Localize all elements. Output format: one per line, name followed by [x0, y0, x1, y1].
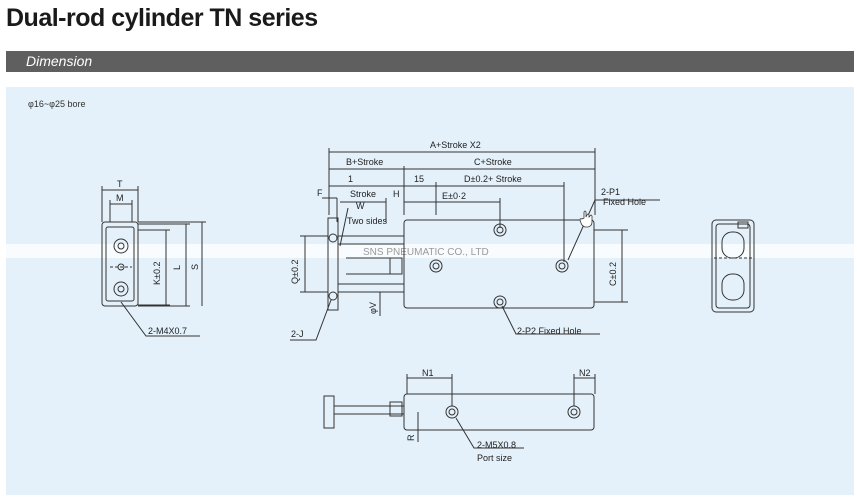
dim-n2: N2 — [579, 368, 591, 378]
callout-p1-number: 2-P1 — [601, 187, 620, 197]
dim-f: F — [317, 188, 323, 198]
front-view — [290, 148, 660, 341]
callout-m5-size: 2-M5X0.8 — [477, 440, 516, 450]
callout-p1-text: Fixed Hole — [603, 197, 646, 207]
bore-note: φ16~φ25 bore — [28, 99, 85, 109]
dim-stroke: Stroke — [350, 189, 376, 199]
label-two-sides: Two sides — [347, 216, 388, 226]
bottom-view — [323, 374, 596, 449]
callout-m5-text: Port size — [477, 453, 512, 463]
dim-overall: A+Stroke X2 — [430, 140, 481, 150]
drawing-panel — [6, 87, 854, 495]
right-end-view — [711, 219, 755, 313]
section-title: Dimension — [26, 53, 93, 69]
dim-m: M — [116, 193, 124, 203]
left-end-view — [101, 186, 206, 337]
dim-s: S — [190, 264, 200, 270]
section-bar: Dimension — [6, 51, 854, 72]
dim-n1: N1 — [422, 368, 434, 378]
callout-p2: 2-P2 Fixed Hole — [517, 326, 582, 336]
callout-m4: 2-M4X0.7 — [148, 326, 187, 336]
dim-l: L — [172, 265, 182, 270]
dim-q: Q±0.2 — [290, 260, 300, 284]
dim-b-stroke: B+Stroke — [346, 157, 383, 167]
dim-k: K±0.2 — [152, 262, 162, 285]
dim-fifteen: 15 — [414, 174, 424, 184]
watermark: SNS PNEUMATIC CO., LTD — [363, 247, 489, 258]
dim-c-stroke: C+Stroke — [474, 157, 512, 167]
page-title: Dual-rod cylinder TN series — [6, 4, 318, 32]
dim-c-tol: C±0.2 — [608, 262, 618, 286]
dim-d-stroke: D±0.2+ Stroke — [464, 174, 522, 184]
callout-j: 2-J — [291, 329, 304, 339]
dim-one: 1 — [348, 174, 353, 184]
dim-v: φV — [368, 302, 378, 314]
dim-e: E±0·2 — [442, 191, 466, 201]
dim-w: W — [356, 201, 365, 211]
dim-t: T — [117, 179, 123, 189]
hand-cursor-icon — [579, 210, 593, 228]
dim-h: H — [393, 189, 400, 199]
watermark-band — [6, 244, 854, 258]
dim-r: R — [406, 434, 416, 441]
